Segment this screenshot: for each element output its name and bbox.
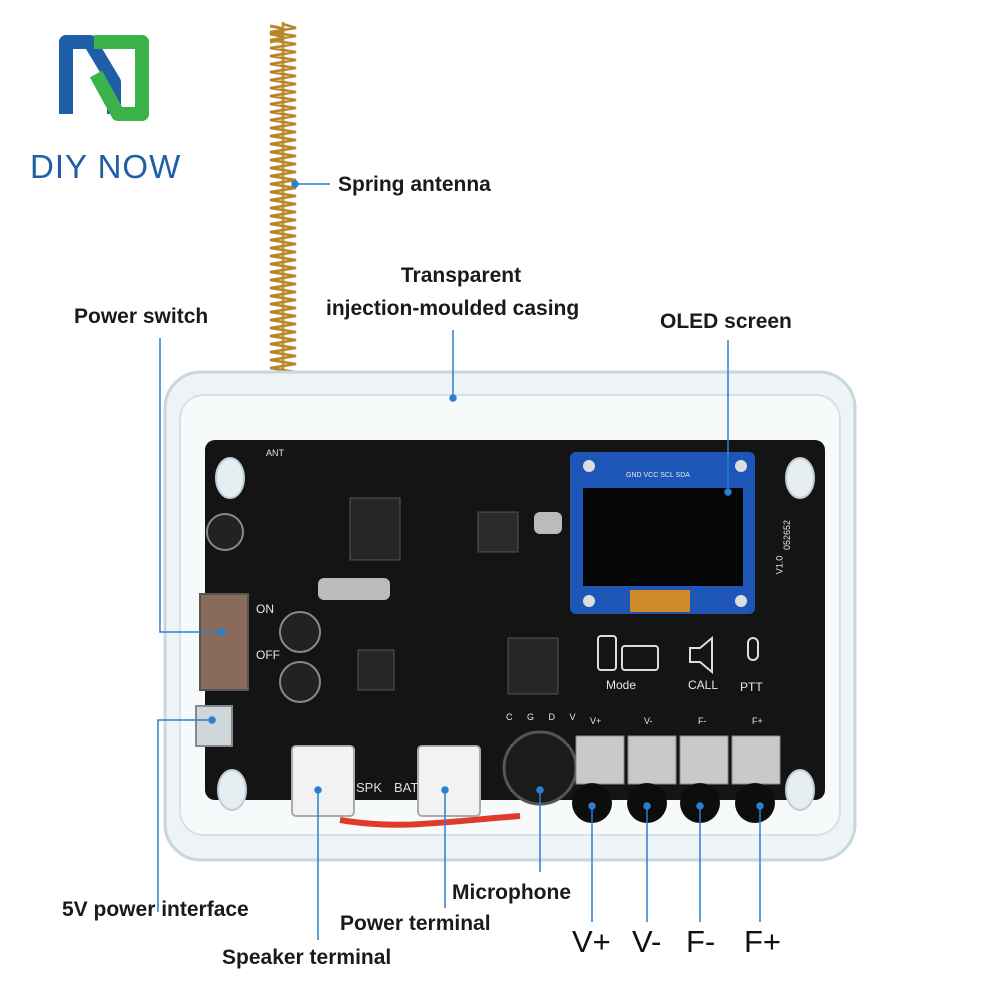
power-switch	[199, 593, 249, 691]
f-minus-label: F-	[686, 924, 716, 959]
oled-screen	[570, 452, 755, 614]
board-f-minus: F-	[698, 716, 707, 726]
casing-label-line1: Transparent	[400, 264, 522, 287]
oled-pin-label: GND VCC SCL SDA	[626, 472, 690, 479]
usb-port	[195, 705, 233, 747]
casing-label-line2: injection-moulded casing	[326, 297, 580, 320]
power-terminal-label: Power terminal	[340, 912, 491, 935]
ant-label: ANT	[266, 448, 284, 458]
brand-name: DIY NOW	[30, 148, 182, 185]
spring-antenna-label: Spring antenna	[338, 173, 491, 196]
speaker-icon	[689, 635, 713, 675]
power-interface-label: 5V power interface	[62, 898, 249, 921]
walkie-icon	[597, 635, 617, 671]
v-plus-label: V+	[572, 924, 611, 959]
spk-label: SPK	[356, 780, 383, 795]
tactile-buttons	[572, 735, 781, 823]
bat-label: BAT	[394, 780, 419, 795]
switch-off-label: OFF	[256, 648, 280, 662]
speaker-terminal-label: Speaker terminal	[222, 946, 392, 969]
microphone-label: Microphone	[452, 881, 571, 904]
call-label: CALL	[688, 678, 719, 692]
oled-screen-label: OLED screen	[660, 310, 792, 333]
v-minus-label: V-	[632, 924, 662, 959]
header-pin-label: C G D V	[506, 712, 582, 722]
board-code: 052652	[782, 519, 793, 551]
mode-label: Mode	[606, 678, 637, 692]
brand-logo	[52, 30, 156, 126]
board-v-minus: V-	[644, 716, 653, 726]
switch-on-label: ON	[256, 602, 274, 616]
power-terminal-connector	[417, 745, 481, 817]
mic-icon	[747, 637, 759, 661]
ptt-label: PTT	[740, 680, 763, 694]
radio-icon	[621, 645, 659, 671]
power-switch-label: Power switch	[74, 305, 209, 328]
version-label: V1.0	[774, 555, 785, 575]
f-plus-label: F+	[744, 924, 782, 959]
board-v-plus: V+	[590, 716, 602, 726]
spring-antenna	[269, 22, 297, 420]
logo-mark-icon	[59, 35, 149, 121]
board-f-plus: F+	[752, 716, 763, 726]
speaker-terminal-connector	[291, 745, 355, 817]
spring-coil	[269, 22, 297, 418]
